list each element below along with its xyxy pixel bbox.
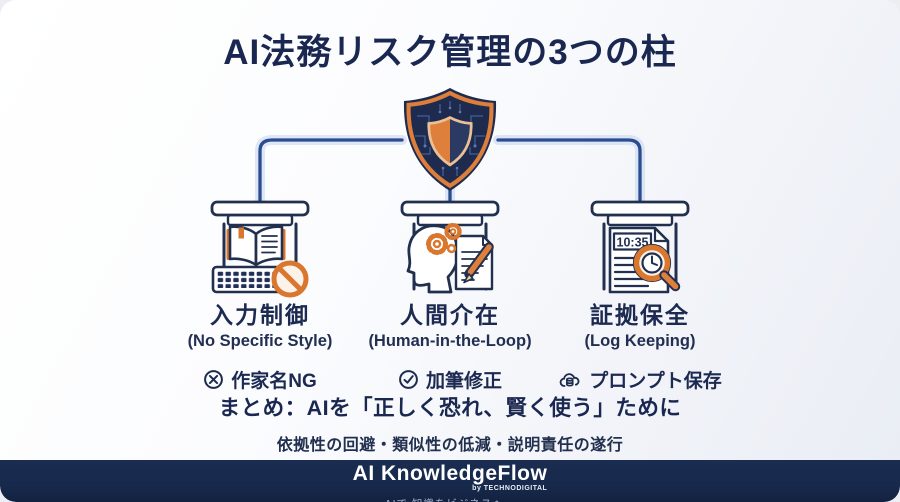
circled-x-icon xyxy=(204,370,224,389)
summary-sub: 依拠性の回避・類似性の低減・説明責任の遂行 xyxy=(276,437,624,454)
pillar-heading: 証拠保全 xyxy=(590,302,690,328)
circuit-traces xyxy=(415,101,485,176)
pillar-tag-row: 作家名NG xyxy=(140,366,380,393)
footer-bar: AI KnowledgeFlow by TECHNODIGITAL AIで 知識… xyxy=(0,460,900,502)
pillar-subheading: (Human-in-the-Loop) xyxy=(368,332,532,350)
brand-block: AI KnowledgeFlow by TECHNODIGITAL xyxy=(353,463,548,492)
pillar-heading: 人間介在 xyxy=(400,302,500,328)
pillars-diagram: 10:35 xyxy=(210,88,690,298)
circled-check-icon xyxy=(399,370,418,389)
pillar-heading: 入力制御 xyxy=(210,302,310,328)
brand-byline: by TECHNODIGITAL xyxy=(472,485,548,492)
book-keyboard-prohibition-icon xyxy=(210,200,310,298)
pillar-input-control: 入力制御 (No Specific Style) 作家名NG xyxy=(140,296,380,393)
circuit-shield-icon xyxy=(403,88,497,191)
summary-main: まとめ：AIを「正しく恐れ、賢く使う」ために xyxy=(218,396,682,420)
pillar-tag-row: 加筆修正 xyxy=(330,366,570,393)
summary-block: まとめ：AIを「正しく恐れ、賢く使う」ために 依拠性の回避・類似性の低減・説明責… xyxy=(0,391,900,455)
page-title: AI法務リスク管理の3つの柱 xyxy=(223,33,677,72)
head-gears-edit-icon xyxy=(400,200,500,294)
pillar-tag: プロンプト保存 xyxy=(589,371,722,392)
pillar-evidence-preservation: 証拠保全 (Log Keeping) プロンプト保存 xyxy=(520,296,760,393)
log-document-magnifier-icon: 10:35 xyxy=(590,200,690,294)
cloud-database-icon xyxy=(559,372,580,387)
footer-tagline: AIで 知識をビジネスへ。 xyxy=(0,496,900,502)
pillar-tag: 加筆修正 xyxy=(425,371,502,392)
pillar-human-in-the-loop: 人間介在 (Human-in-the-Loop) 加筆修正 xyxy=(330,296,570,393)
pillar-tag-row: プロンプト保存 xyxy=(520,366,760,393)
pillar-tag: 作家名NG xyxy=(231,371,317,392)
pillar-subheading: (Log Keeping) xyxy=(584,332,696,350)
brand-name: AI KnowledgeFlow xyxy=(352,462,548,485)
pillar-subheading: (No Specific Style) xyxy=(187,332,333,350)
timestamp-text: 10:35 xyxy=(617,236,649,250)
